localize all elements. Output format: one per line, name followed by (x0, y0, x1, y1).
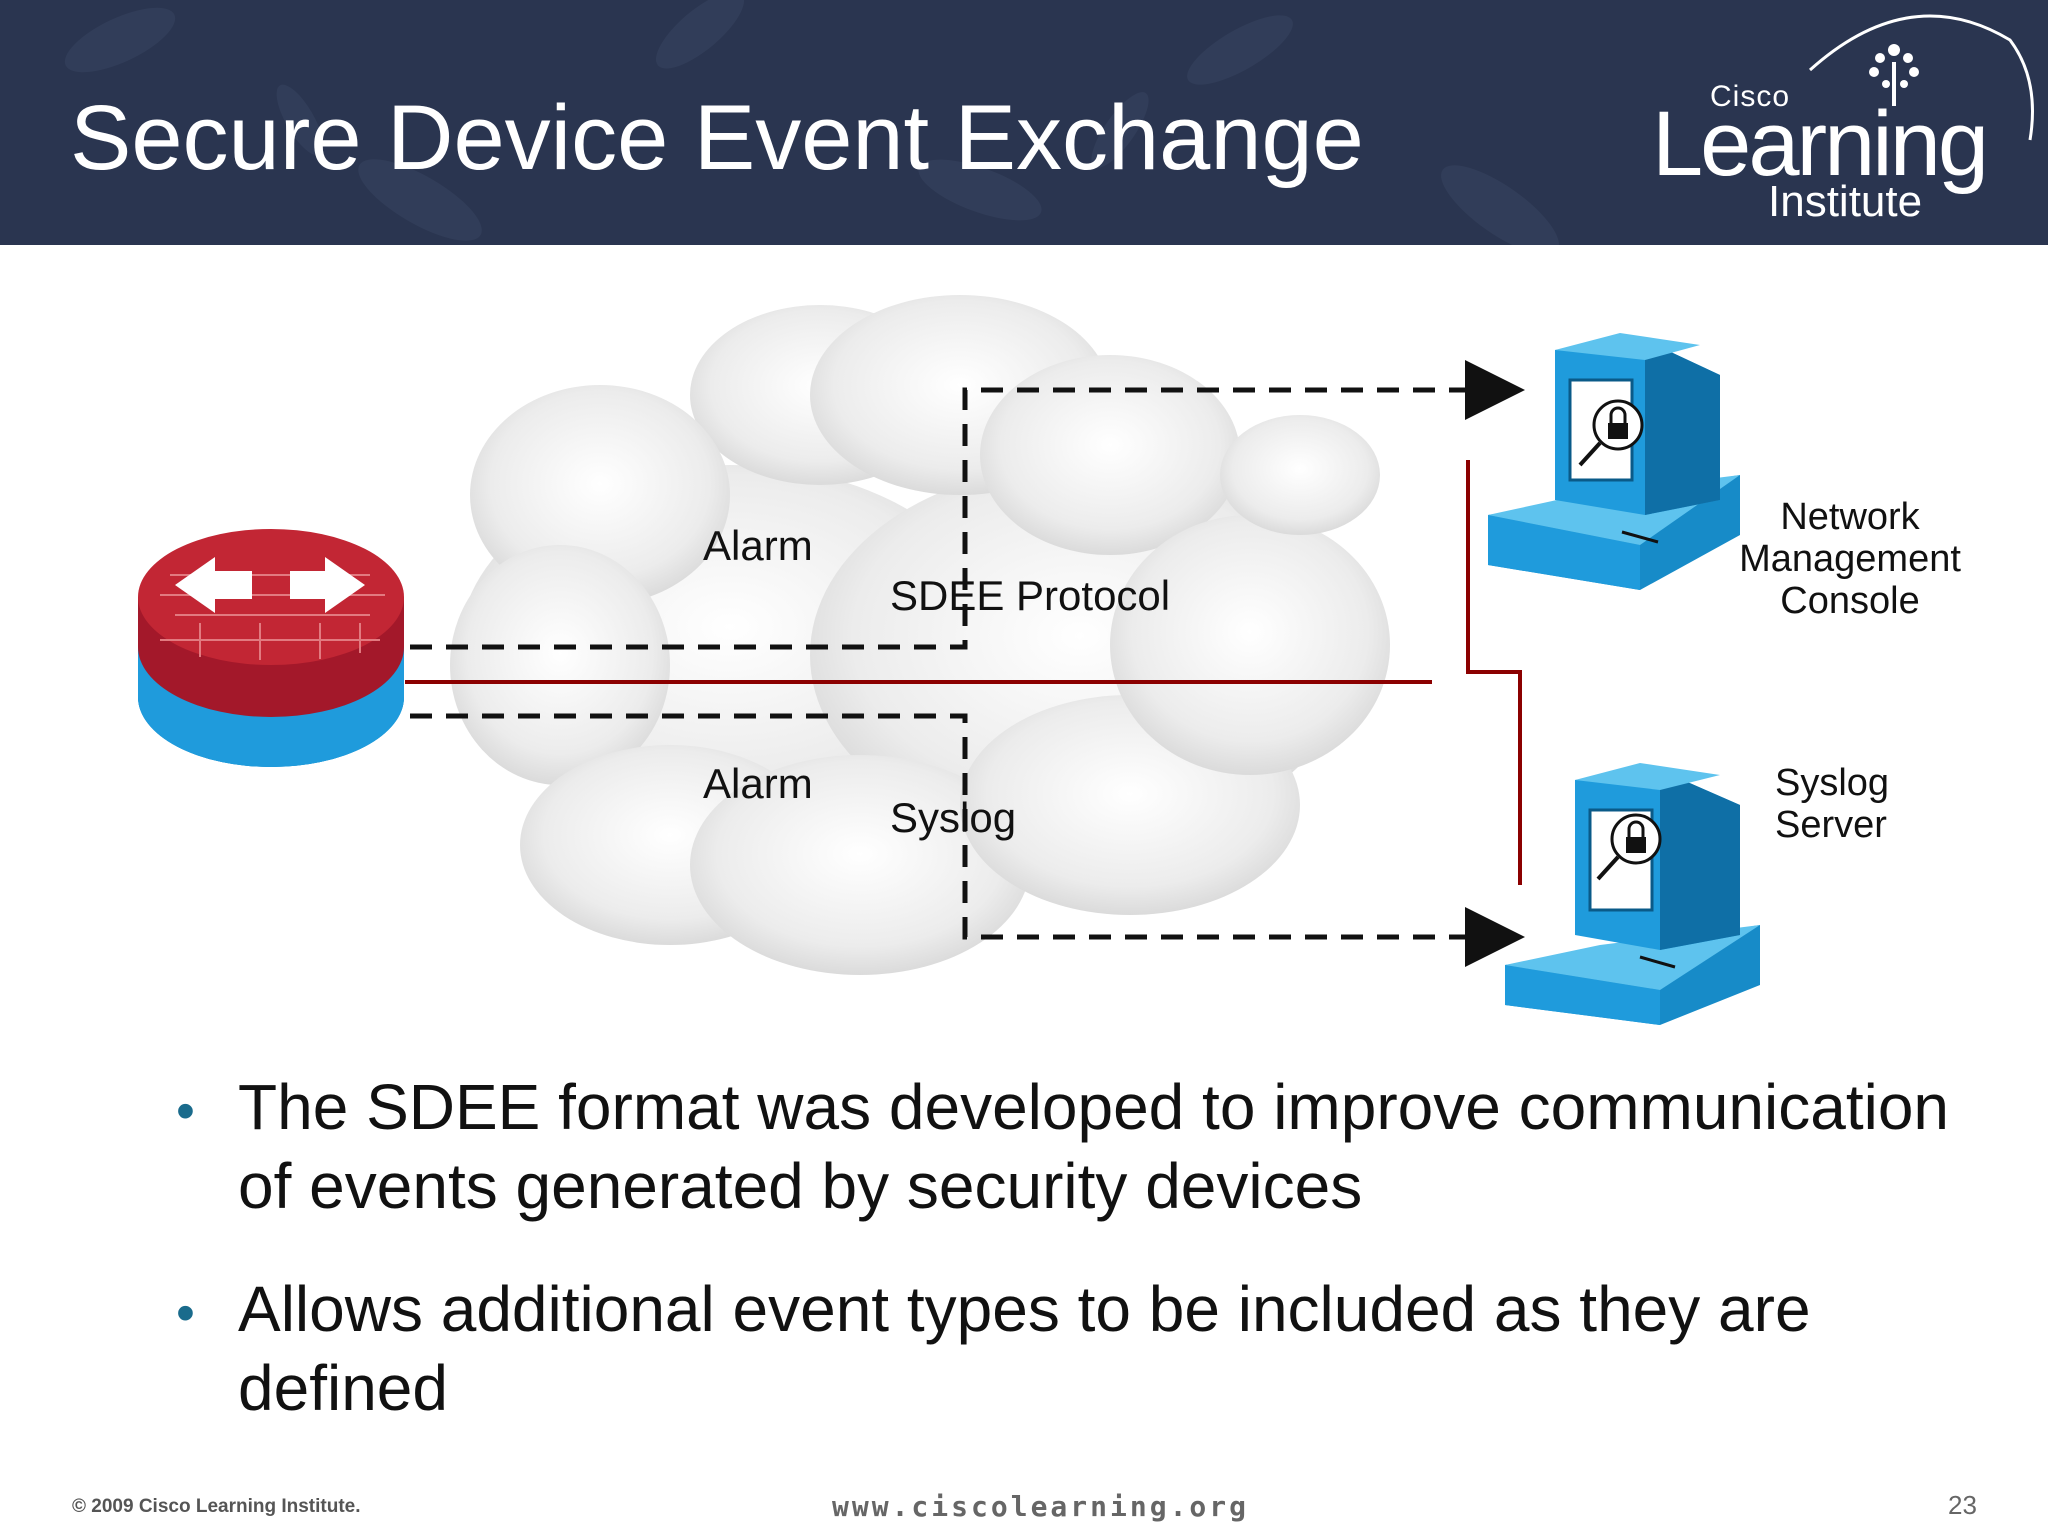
logo-learning-text: Learning (1652, 93, 1989, 195)
header-leaf-pattern (64, 0, 1559, 245)
sdee-dashed-path (410, 360, 1525, 650)
syslog-label: Syslog (890, 794, 1017, 841)
logo-cisco-text: Cisco (1710, 80, 1791, 113)
connection-branch (1466, 460, 1522, 885)
logo-tree-icon (1808, 14, 2034, 141)
alarm-label-top: Alarm (703, 522, 813, 569)
cisco-learning-institute-logo: Cisco Learning Institute (1630, 0, 2048, 245)
bullet-text: Allows additional event types to be incl… (238, 1273, 1811, 1424)
sdee-protocol-label: SDEE Protocol (890, 572, 1171, 619)
bullet-dot-icon: • (176, 1283, 195, 1343)
management-console-label: Network Management Console (1739, 496, 1961, 622)
management-console-workstation-icon (1488, 333, 1740, 590)
bullet-list: • The SDEE format was developed to improv… (170, 1068, 1970, 1472)
footer-url: www.ciscolearning.org (832, 1490, 1250, 1523)
bullet-item: • Allows additional event types to be inc… (170, 1270, 1970, 1428)
syslog-server-workstation-icon (1505, 763, 1760, 1025)
bullet-text: The SDEE format was developed to improve… (238, 1071, 1949, 1222)
slide-header: Secure Device Event Exchange Cisco Learn… (0, 0, 2048, 245)
footer-copyright: © 2009 Cisco Learning Institute. (72, 1496, 361, 1517)
syslog-server-label: Syslog Server (1775, 762, 1890, 846)
page-number: 23 (1948, 1490, 1977, 1520)
syslog-dashed-path (410, 713, 1525, 967)
alarm-label-bottom: Alarm (703, 760, 813, 807)
sdee-diagram: Alarm SDEE Protocol Alarm Syslog Network… (0, 245, 2048, 1045)
bullet-item: • The SDEE format was developed to improv… (170, 1068, 1970, 1226)
bullet-dot-icon: • (176, 1081, 195, 1141)
ips-router-icon (138, 529, 404, 767)
network-cloud (450, 295, 1390, 975)
slide-title: Secure Device Event Exchange (70, 87, 1364, 189)
logo-institute-text: Institute (1768, 177, 1923, 226)
